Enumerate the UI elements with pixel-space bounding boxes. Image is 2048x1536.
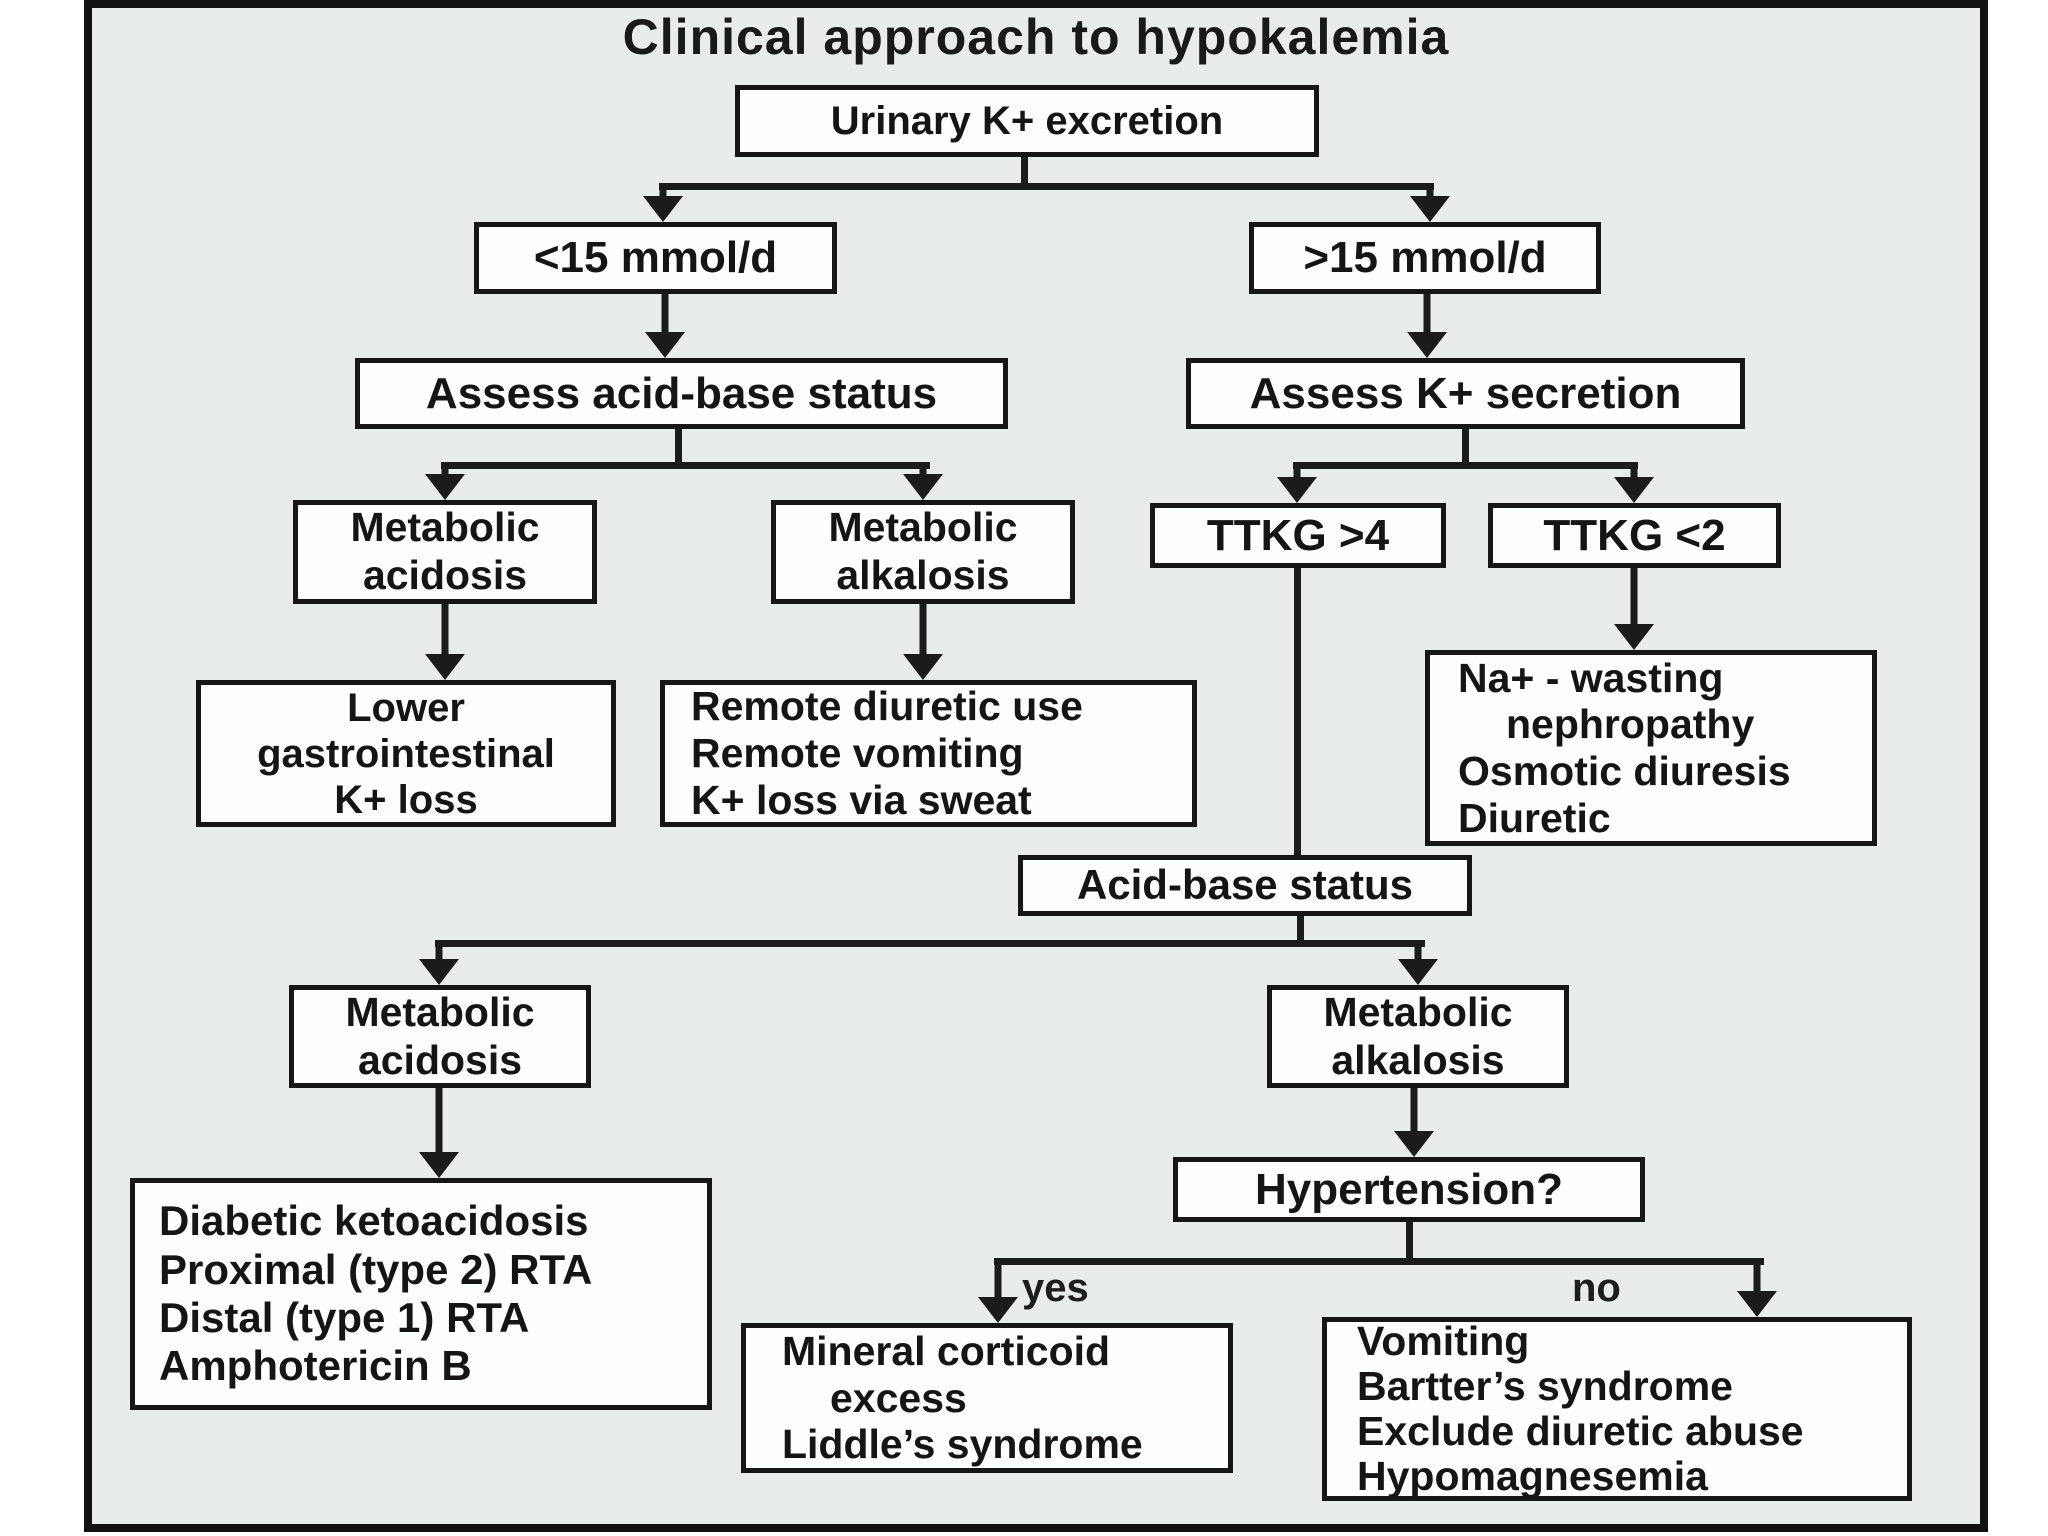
box-text-line: Distal (type 1) RTA bbox=[159, 1294, 530, 1341]
arrow-to-under15 bbox=[643, 186, 683, 222]
box-text-line: Hypertension? bbox=[1254, 1164, 1564, 1214]
box-text-line: >15 mmol/d bbox=[1303, 233, 1547, 283]
box-text-line: Remote diuretic use bbox=[691, 683, 1083, 730]
edge-ab-status-stub bbox=[1297, 914, 1304, 944]
node-vomiting-bartter: Vomiting Bartter’s syndrome Exclude diur… bbox=[1322, 1317, 1912, 1501]
edge-split3-horizontal bbox=[1293, 462, 1638, 469]
box-text-line: TTKG <2 bbox=[1543, 510, 1726, 560]
box-text-line: Lower bbox=[347, 685, 465, 730]
arrow-to-met-acid-1 bbox=[425, 466, 465, 500]
edge-hypertension-stub bbox=[1406, 1221, 1413, 1262]
edge-assess-k-stub bbox=[1462, 429, 1469, 466]
box-text-line: acidosis bbox=[362, 552, 528, 598]
box-text-line: alkalosis bbox=[1331, 1036, 1505, 1083]
box-text-line: Diabetic ketoacidosis bbox=[159, 1197, 589, 1245]
arrow-met-acid-1-to-lower-gi bbox=[425, 604, 465, 680]
arrow-to-met-acid-2 bbox=[419, 944, 459, 985]
edge-label-yes: yes bbox=[1022, 1266, 1089, 1310]
arrow-met-alk-2-to-hypertension bbox=[1394, 1088, 1434, 1157]
edge-assess-ab-stub bbox=[675, 429, 682, 466]
box-text-line: Assess acid-base status bbox=[425, 368, 938, 418]
edge-split4-horizontal bbox=[435, 940, 1425, 947]
edge-split1-horizontal bbox=[659, 183, 1434, 190]
box-text-line: Assess K+ secretion bbox=[1249, 368, 1682, 418]
box-text-line: Na+ - wasting bbox=[1458, 654, 1724, 701]
arrow-to-ttkg-gt4 bbox=[1277, 466, 1317, 503]
box-text-line: <15 mmol/d bbox=[533, 233, 778, 283]
node-assess-k-secretion: Assess K+ secretion bbox=[1186, 358, 1745, 429]
box-text-line: Liddle’s syndrome bbox=[782, 1421, 1143, 1468]
node-assess-acid-base: Assess acid-base status bbox=[355, 358, 1008, 429]
edge-urinary-stub bbox=[1021, 155, 1028, 189]
arrow-over15-to-assess-k bbox=[1407, 294, 1447, 358]
arrow-to-met-alk-1 bbox=[903, 466, 943, 500]
node-lower-gi-k-loss: Lower gastrointestinal K+ loss bbox=[196, 680, 616, 827]
box-text-line: Amphotericin B bbox=[159, 1342, 472, 1390]
box-text-line: acidosis bbox=[357, 1036, 523, 1083]
box-text-line: Mineral corticoid bbox=[782, 1327, 1111, 1374]
box-text-line: K+ loss bbox=[334, 777, 478, 822]
node-over-15-mmol: >15 mmol/d bbox=[1249, 222, 1601, 294]
node-metabolic-alkalosis-2: Metabolic alkalosis bbox=[1267, 985, 1569, 1088]
box-text-line: Osmotic diuresis bbox=[1458, 748, 1791, 794]
diagram-title: Clinical approach to hypokalemia bbox=[622, 9, 1450, 65]
box-text-line: Hypomagnesemia bbox=[1357, 1453, 1708, 1500]
box-text-line: alkalosis bbox=[836, 552, 1010, 598]
arrow-met-acid-2-to-dka bbox=[419, 1088, 459, 1178]
node-dka-rta: Diabetic ketoacidosis Proximal (type 2) … bbox=[130, 1178, 712, 1410]
node-na-wasting: Na+ - wasting nephropathy Osmotic diures… bbox=[1425, 650, 1877, 846]
node-metabolic-acidosis-2: Metabolic acidosis bbox=[289, 985, 591, 1088]
arrow-under15-to-assess-ab bbox=[645, 294, 685, 358]
node-metabolic-acidosis-1: Metabolic acidosis bbox=[293, 500, 597, 604]
node-metabolic-alkalosis-1: Metabolic alkalosis bbox=[771, 500, 1075, 604]
box-text-line: Acid-base status bbox=[1076, 861, 1414, 909]
edge-ttkg-gt4-to-ab-status bbox=[1294, 568, 1301, 856]
arrow-ttkg-lt2-to-na-wasting bbox=[1614, 568, 1654, 650]
box-text-line: Bartter’s syndrome bbox=[1357, 1362, 1733, 1409]
box-text-line: Urinary K+ excretion bbox=[830, 98, 1224, 143]
node-mineral-corticoid: Mineral corticoid excess Liddle’s syndro… bbox=[741, 1323, 1233, 1473]
arrow-met-alk-1-to-remote bbox=[903, 604, 943, 680]
node-ttkg-gt4: TTKG >4 bbox=[1150, 503, 1446, 568]
arrow-to-ttkg-lt2 bbox=[1614, 466, 1654, 503]
node-remote-causes: Remote diuretic use Remote vomiting K+ l… bbox=[660, 680, 1197, 827]
edge-label-no: no bbox=[1572, 1266, 1621, 1310]
box-text-line: K+ loss via sweat bbox=[691, 776, 1032, 823]
edge-split5-horizontal bbox=[994, 1258, 1764, 1265]
box-text-line: excess bbox=[830, 1374, 967, 1421]
node-acid-base-status: Acid-base status bbox=[1018, 855, 1472, 916]
box-text-line: gastrointestinal bbox=[257, 731, 555, 776]
node-hypertension: Hypertension? bbox=[1173, 1157, 1645, 1222]
edge-split2-horizontal bbox=[441, 462, 930, 469]
box-text-line: Metabolic bbox=[350, 504, 540, 551]
box-text-line: Metabolic bbox=[828, 504, 1018, 551]
arrow-yes-to-mineral bbox=[978, 1262, 1018, 1323]
node-under-15-mmol: <15 mmol/d bbox=[474, 222, 837, 294]
box-text-line: Proximal (type 2) RTA bbox=[159, 1245, 593, 1293]
box-text-line: Metabolic bbox=[1323, 988, 1513, 1035]
box-text-line: Remote vomiting bbox=[691, 730, 1024, 777]
box-text-line: Metabolic bbox=[345, 988, 535, 1035]
box-text-line: TTKG >4 bbox=[1206, 510, 1390, 560]
arrow-to-met-alk-2 bbox=[1398, 944, 1438, 985]
box-text-line: Diuretic bbox=[1458, 794, 1611, 841]
node-urinary-k-excretion: Urinary K+ excretion bbox=[735, 85, 1319, 157]
box-text-line: Exclude diuretic abuse bbox=[1357, 1408, 1804, 1454]
node-ttkg-lt2: TTKG <2 bbox=[1488, 503, 1781, 568]
arrow-no-to-vomiting bbox=[1737, 1262, 1777, 1317]
box-text-line: Vomiting bbox=[1357, 1317, 1530, 1364]
box-text-line: nephropathy bbox=[1506, 701, 1755, 748]
arrow-to-over15 bbox=[1410, 186, 1450, 222]
